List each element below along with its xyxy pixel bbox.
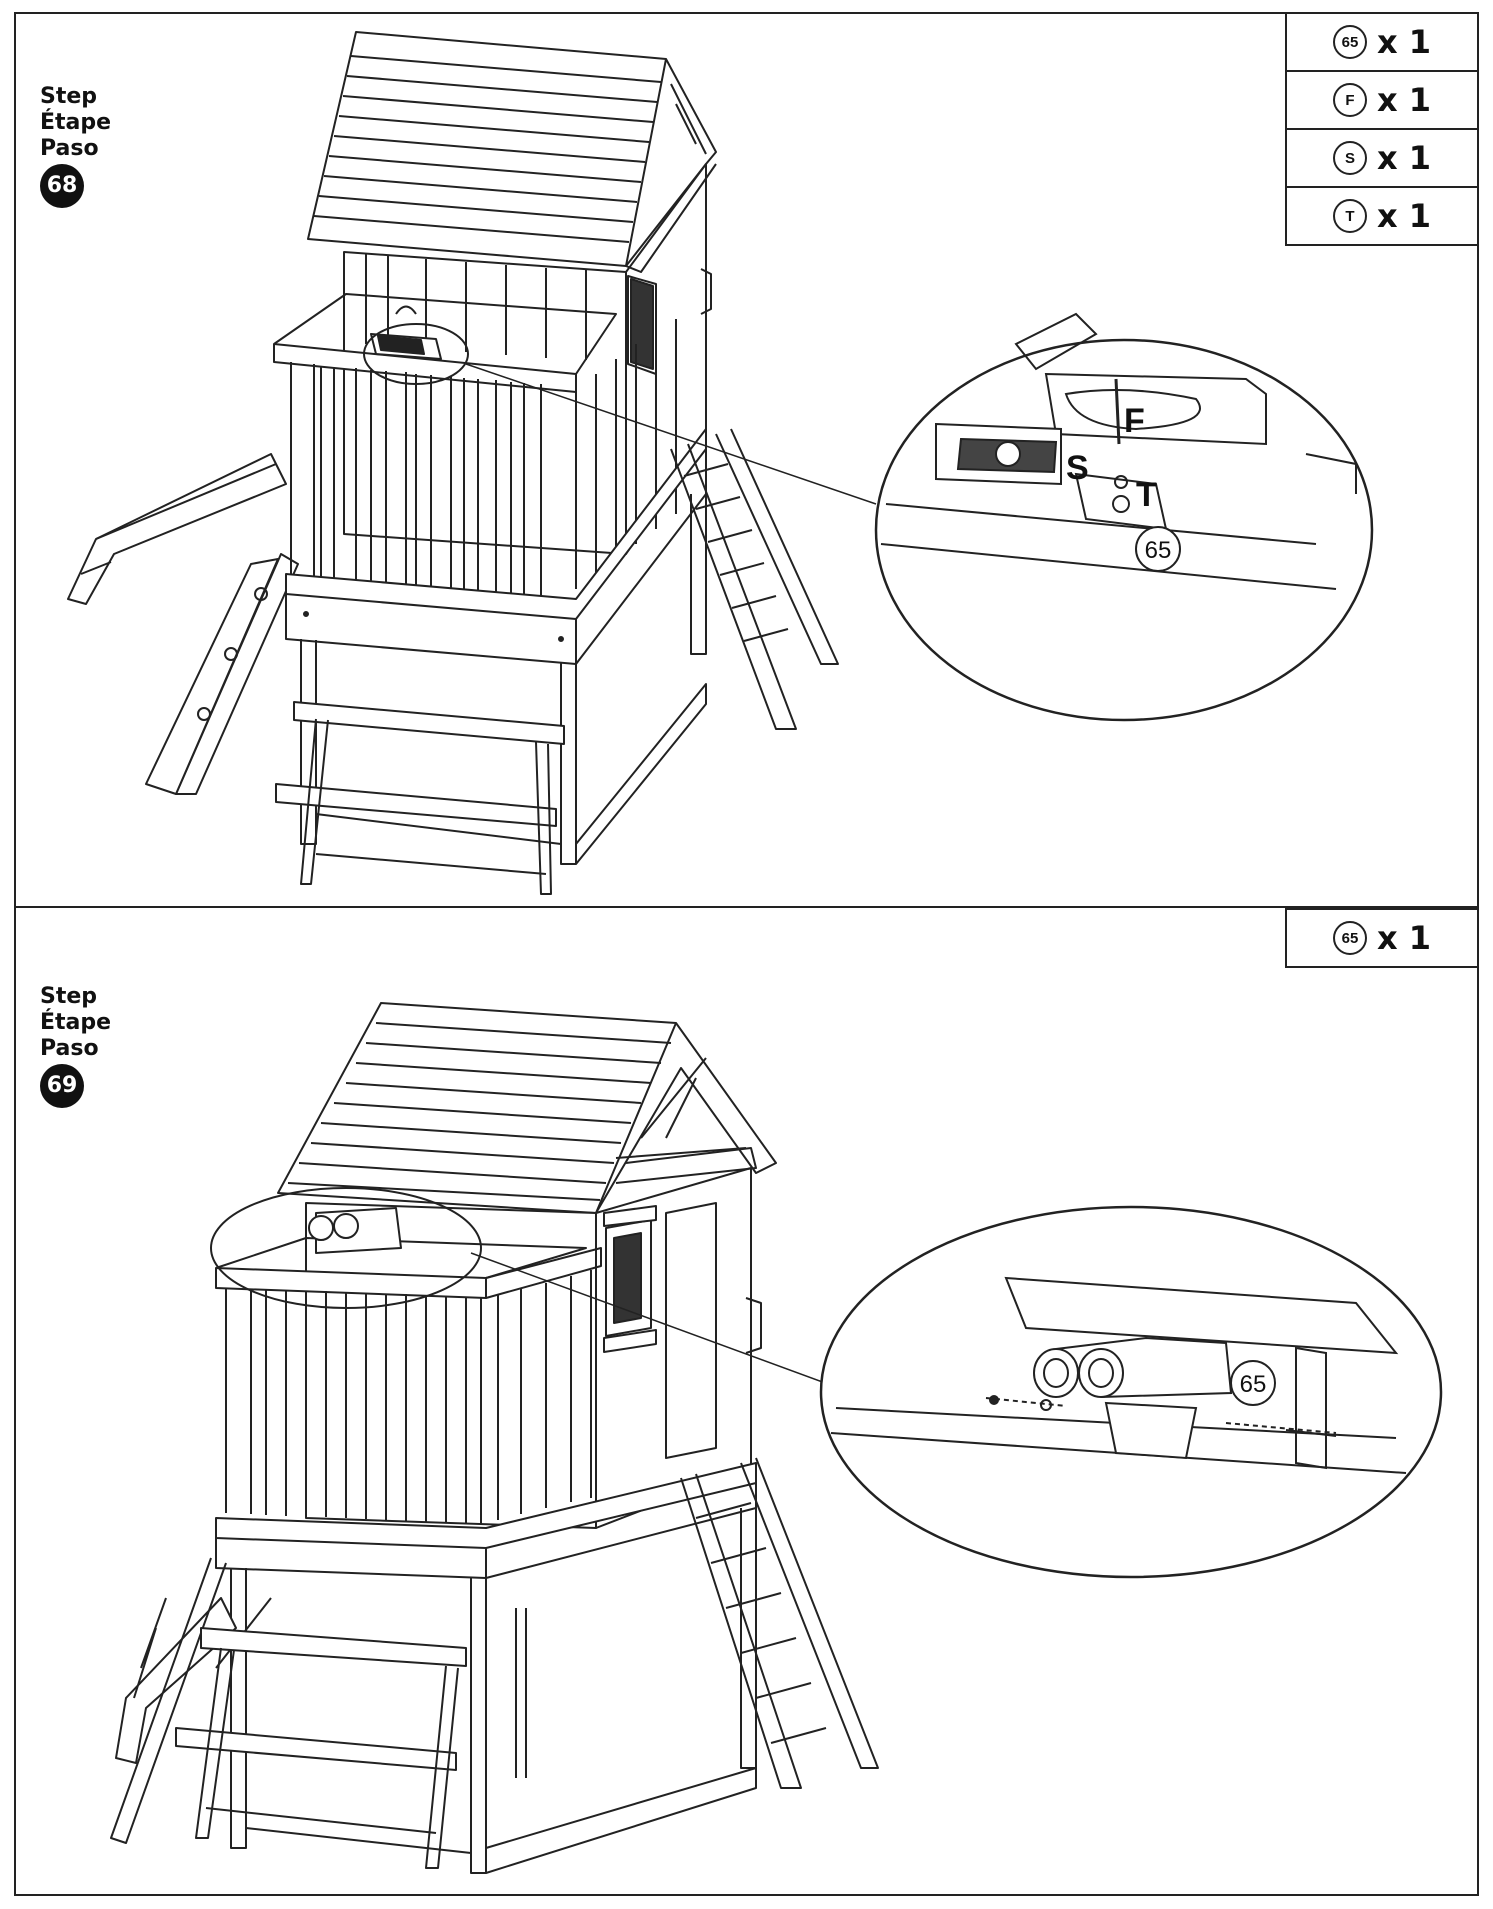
step-68-panel: Step Étape Paso 68 65 x 1 F x 1 S x 1 T … bbox=[14, 12, 1479, 908]
legs-illustration bbox=[230, 1508, 757, 1874]
detail-view-illustration: F S T 65 bbox=[874, 312, 1374, 722]
step-68-label: Step Étape Paso 68 bbox=[40, 84, 111, 208]
step-label-en: Step bbox=[40, 84, 98, 109]
parts-row: S x 1 bbox=[1287, 128, 1477, 186]
step-68-illustration: F S T 65 bbox=[67, 31, 1374, 895]
part-id-badge: F bbox=[1332, 83, 1367, 117]
part-id-badge: S bbox=[1332, 141, 1367, 175]
part-id-badge: 65 bbox=[1332, 921, 1367, 955]
ladder-illustration bbox=[680, 1457, 879, 1789]
legs-illustration bbox=[300, 494, 707, 865]
detail-circle-marker bbox=[210, 1187, 482, 1309]
roof-illustration bbox=[307, 31, 717, 273]
step-69-illustration: 65 bbox=[110, 1002, 1443, 1874]
house-walls-illustration bbox=[343, 163, 712, 555]
parts-row: 65 x 1 bbox=[1287, 910, 1477, 966]
part-id-badge: T bbox=[1332, 199, 1367, 233]
slide-illustration bbox=[67, 453, 287, 605]
parts-row: T x 1 bbox=[1287, 186, 1477, 244]
parts-row: F x 1 bbox=[1287, 70, 1477, 128]
part-quantity: x 1 bbox=[1376, 197, 1432, 235]
step-label-es: Paso bbox=[40, 136, 99, 161]
detail-view-illustration: 65 bbox=[819, 1205, 1443, 1579]
part-quantity: x 1 bbox=[1376, 919, 1432, 957]
ladder-illustration bbox=[110, 1557, 227, 1844]
step-69-label: Step Étape Paso 69 bbox=[40, 984, 111, 1108]
callout-t: T bbox=[1136, 476, 1157, 514]
parts-row: 65 x 1 bbox=[1287, 14, 1477, 70]
ladder-illustration bbox=[670, 428, 839, 730]
callout-part-65: 65 bbox=[1240, 1371, 1267, 1398]
step-number-badge: 68 bbox=[40, 164, 84, 208]
parts-list: 65 x 1 F x 1 S x 1 T x 1 bbox=[1285, 12, 1479, 246]
picnic-bench-illustration bbox=[175, 1627, 467, 1869]
step-number-badge: 69 bbox=[40, 1064, 84, 1108]
step-label-fr: Étape bbox=[40, 1010, 112, 1035]
picnic-bench-illustration bbox=[275, 701, 565, 895]
railing-illustration bbox=[273, 293, 677, 596]
step-label-fr: Étape bbox=[40, 110, 112, 135]
part-quantity: x 1 bbox=[1376, 81, 1432, 119]
railing-illustration bbox=[215, 1237, 602, 1524]
part-id-badge: 65 bbox=[1332, 25, 1367, 59]
roof-illustration bbox=[277, 1002, 777, 1214]
callout-s: S bbox=[1066, 449, 1089, 487]
parts-list: 65 x 1 bbox=[1285, 908, 1479, 968]
sink-accessory-illustration bbox=[370, 305, 442, 360]
step-69-panel: Step Étape Paso 69 65 x 1 bbox=[14, 908, 1479, 1896]
part-quantity: x 1 bbox=[1376, 139, 1432, 177]
binoculars-accessory-illustration bbox=[308, 1207, 402, 1254]
step-label-es: Paso bbox=[40, 1036, 99, 1061]
step-label-en: Step bbox=[40, 984, 98, 1009]
callout-f: F bbox=[1124, 402, 1145, 440]
part-quantity: x 1 bbox=[1376, 23, 1432, 61]
callout-part-65: 65 bbox=[1145, 537, 1172, 564]
detail-circle-marker bbox=[363, 323, 469, 385]
climbing-wall-illustration bbox=[145, 553, 299, 795]
